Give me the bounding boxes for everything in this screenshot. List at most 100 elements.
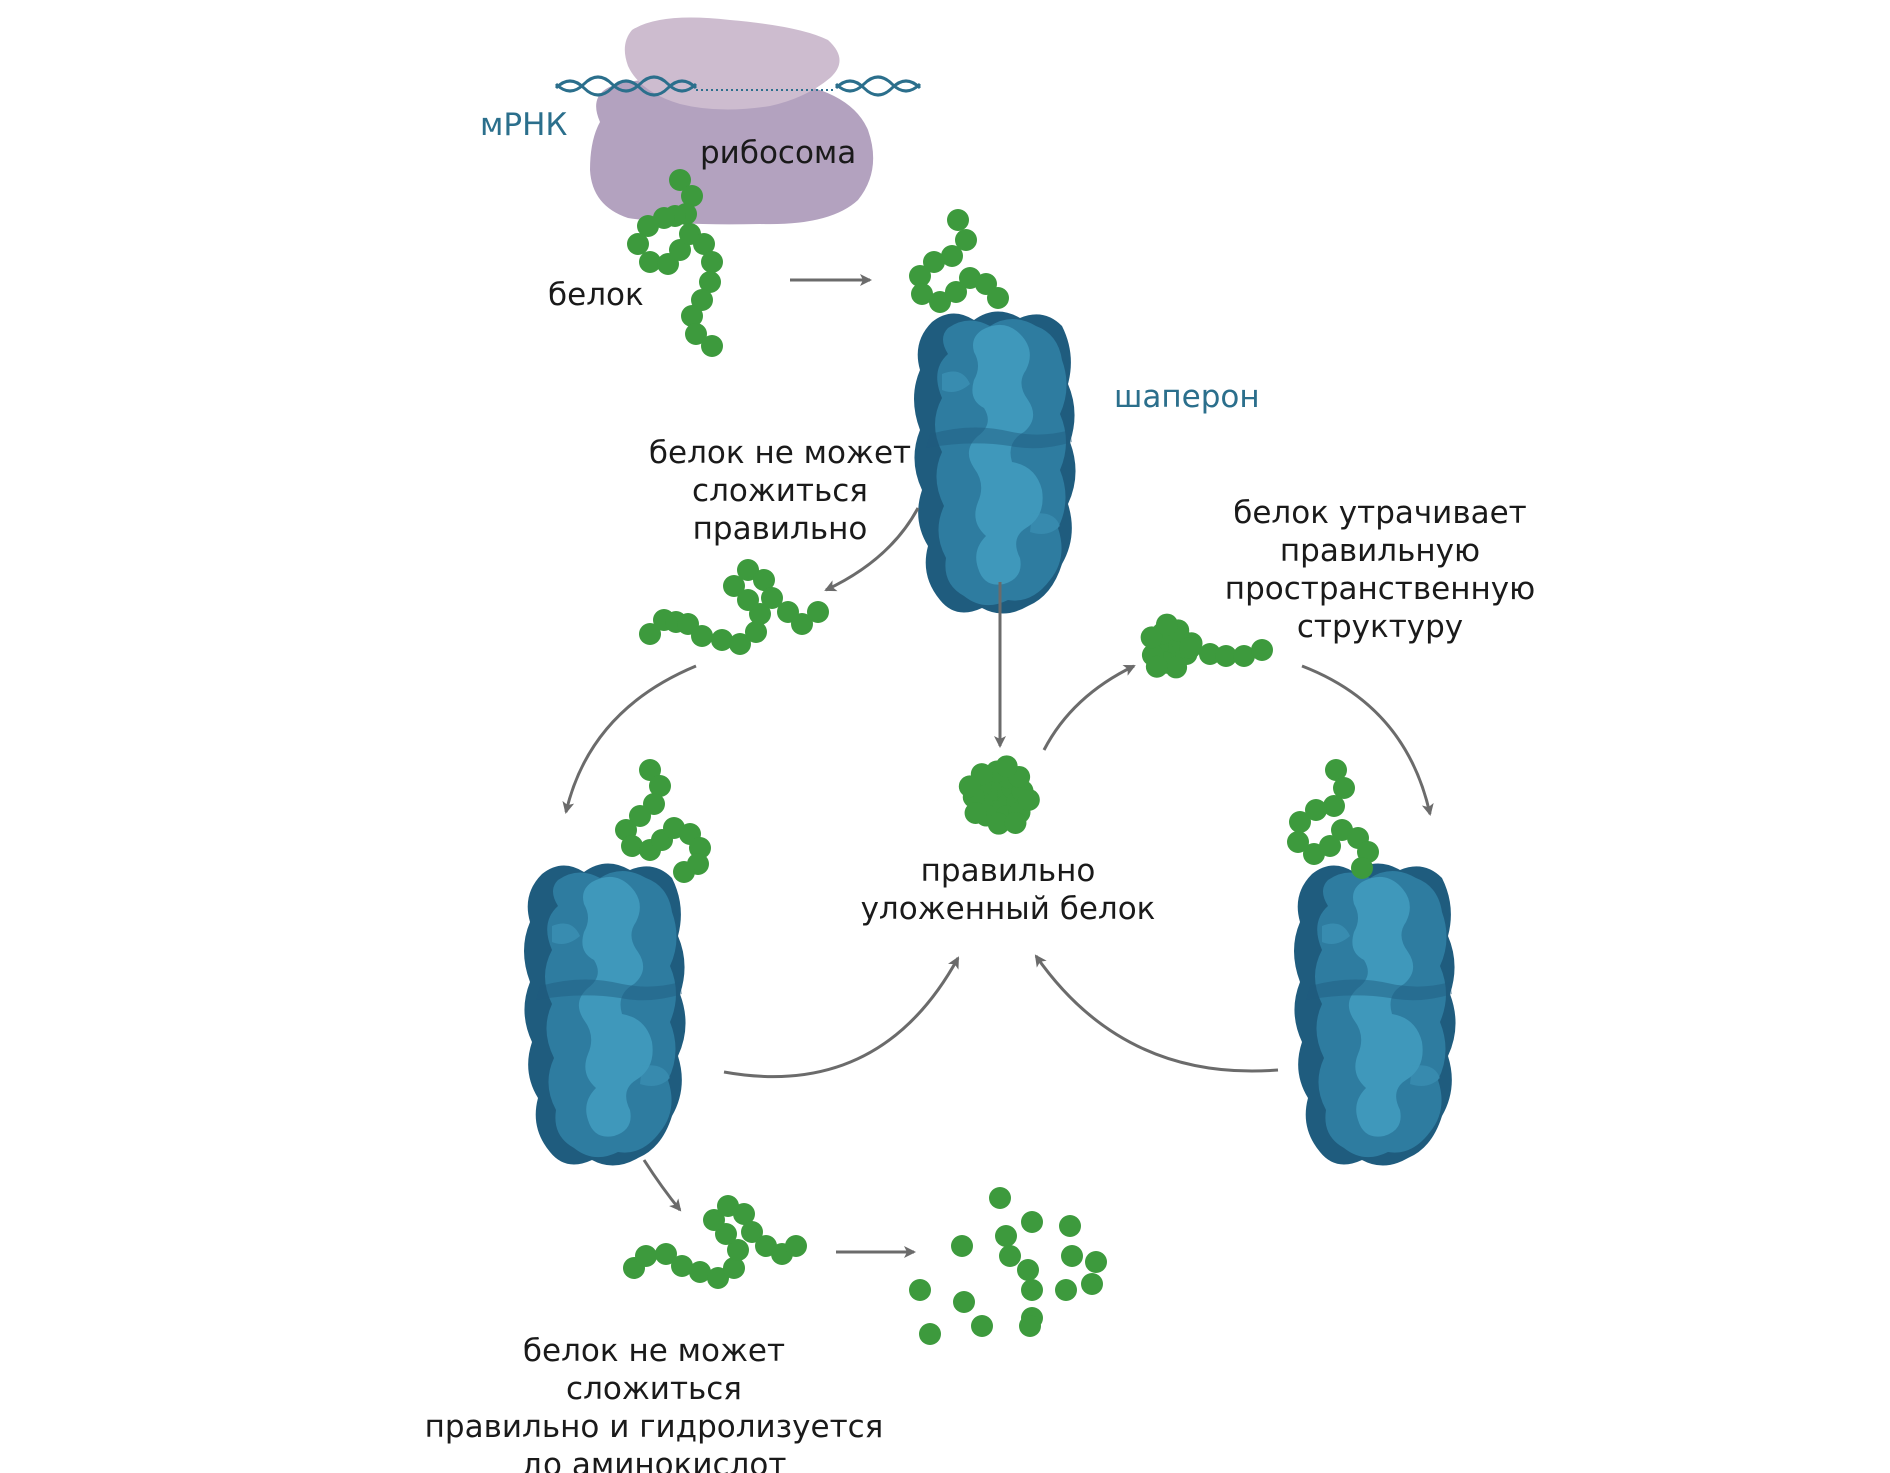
arrow-right-to-folded <box>1034 954 1279 1073</box>
protein-label: белок <box>548 277 644 313</box>
ribosome <box>590 17 874 225</box>
arrow-to-degrading <box>642 1159 682 1212</box>
amino-acid-bead <box>673 861 695 883</box>
chaperone-right <box>1294 863 1456 1166</box>
label-line: правильно <box>692 511 868 547</box>
amino-acid-bead <box>737 589 759 611</box>
amino-acid-bead <box>699 271 721 293</box>
amino-acid-bead <box>669 169 691 191</box>
amino-acid-bead <box>987 287 1009 309</box>
mrna-label: мРНК <box>480 107 568 143</box>
chaperone-top <box>914 311 1076 614</box>
amino-acid-bead <box>953 1291 975 1313</box>
protein-chain-on-chaperone-top <box>909 209 1009 313</box>
amino-acid-bead <box>1021 1211 1043 1233</box>
amino-acid-bead <box>995 755 1018 778</box>
arrow-to-misfolded <box>824 507 920 592</box>
amino-acid-bead <box>945 281 967 303</box>
amino-acid-bead <box>987 812 1010 835</box>
amino-acid-bead <box>1233 645 1255 667</box>
amino-acid-bead <box>681 305 703 327</box>
amino-acid-bead <box>637 215 659 237</box>
label-line: белок не может <box>522 1333 786 1369</box>
protein-chain-misfolded <box>639 559 829 655</box>
amino-acid-bead <box>1017 788 1040 811</box>
amino-acid-bead <box>1145 655 1168 678</box>
amino-acid-bead <box>911 283 933 305</box>
label-line: до аминокислот <box>521 1447 787 1473</box>
amino-acid-bead <box>1140 626 1163 649</box>
amino-acid-bead <box>729 633 751 655</box>
amino-acid-bead <box>1019 1315 1041 1337</box>
label-line: правильно <box>920 853 1096 889</box>
label-line: структуру <box>1296 609 1464 645</box>
label-loses-structure: белок утрачивает правильную пространстве… <box>1225 494 1535 646</box>
amino-acid-bead <box>1333 777 1355 799</box>
amino-acid-bead <box>785 1235 807 1257</box>
ribosome-small-subunit <box>624 17 840 110</box>
amino-acid-bead <box>958 775 981 798</box>
amino-acid-bead <box>1289 811 1311 833</box>
amino-acid-bead <box>947 209 969 231</box>
amino-acid-bead <box>1287 831 1309 853</box>
label-line: правильно и гидролизуется <box>424 1409 884 1445</box>
amino-acid-bead <box>669 239 691 261</box>
amino-acid-bead <box>689 1261 711 1283</box>
amino-acid-bead <box>655 1243 677 1265</box>
amino-acid-bead <box>681 185 703 207</box>
label-hydrolyzed: белок не может сложиться правильно и гид… <box>425 1332 884 1473</box>
amino-acid-bead <box>639 759 661 781</box>
amino-acid-bead <box>737 559 759 581</box>
amino-acid-bead <box>807 601 829 623</box>
amino-acid-bead <box>703 1209 725 1231</box>
amino-acid-bead <box>941 245 963 267</box>
protein-chain-on-chaperone-right <box>1287 759 1379 879</box>
amino-acid-bead <box>753 569 775 591</box>
ribosome-label: рибосома <box>700 135 857 171</box>
amino-acid-bead <box>727 1239 749 1261</box>
arrows <box>562 274 1434 1258</box>
amino-acid-bead <box>1251 639 1273 661</box>
protein-chain-nascent <box>627 169 723 357</box>
amino-acid-bead <box>1215 645 1237 667</box>
amino-acid-bead <box>1017 1259 1039 1281</box>
amino-acid-bead <box>671 1255 693 1277</box>
amino-acid-bead <box>964 802 987 825</box>
amino-acid-bead <box>1351 857 1373 879</box>
mrna-strand <box>554 75 922 97</box>
label-line: сложиться <box>692 473 868 509</box>
amino-acid-bead <box>791 613 813 635</box>
amino-acid-bead <box>1319 835 1341 857</box>
amino-acid-bead <box>1323 795 1345 817</box>
amino-acid-bead <box>627 233 649 255</box>
amino-acid-bead <box>1061 1245 1083 1267</box>
label-line: правильную <box>1279 533 1481 569</box>
protein-folded-globule <box>958 755 1040 835</box>
arrow-misfolded-to-chaperone <box>562 664 697 814</box>
amino-acid-bead <box>741 1221 763 1243</box>
amino-acid-bead <box>639 251 661 273</box>
amino-acid-bead <box>1325 759 1347 781</box>
amino-acids-scattered <box>909 1187 1107 1345</box>
arrow-left-to-folded <box>723 956 960 1079</box>
amino-acid-bead <box>1055 1279 1077 1301</box>
amino-acid-bead <box>691 625 713 647</box>
amino-acid-bead <box>689 837 711 859</box>
amino-acid-bead <box>711 629 733 651</box>
amino-acid-bead <box>733 1203 755 1225</box>
ribosome-large-subunit <box>590 76 874 225</box>
amino-acid-bead <box>929 291 951 313</box>
amino-acid-bead <box>1059 1215 1081 1237</box>
amino-acid-bead <box>701 335 723 357</box>
amino-acid-bead <box>1179 637 1201 659</box>
amino-acid-bead <box>995 1225 1017 1247</box>
label-line: белок утрачивает <box>1233 495 1527 531</box>
amino-acid-bead <box>691 289 713 311</box>
amino-acid-bead <box>701 251 723 273</box>
amino-acid-bead <box>639 623 661 645</box>
arrow-unfolding-to-chaperone <box>1301 664 1434 816</box>
amino-acid-bead <box>1199 643 1221 665</box>
amino-acid-bead <box>1155 613 1178 636</box>
